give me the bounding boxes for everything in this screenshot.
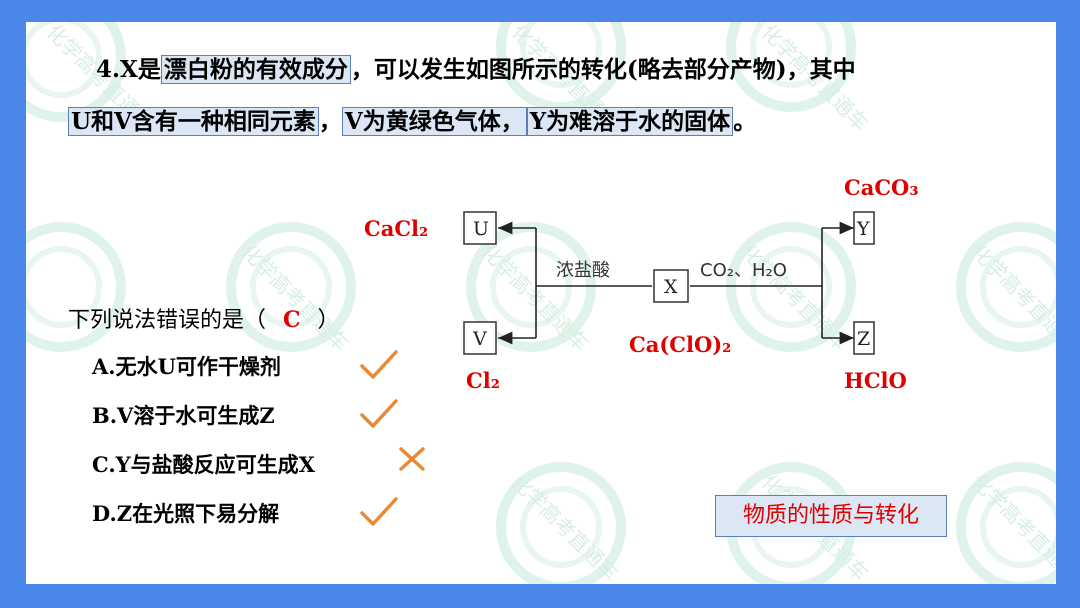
watermark-circle <box>226 222 356 352</box>
node-v-label: V <box>472 328 487 350</box>
label-z-hclo: HClO <box>844 368 907 393</box>
highlight-y-solid: Y为难溶于水的固体 <box>526 107 734 136</box>
watermark-circle <box>726 22 856 112</box>
left-reagent-label: 浓盐酸 <box>556 260 610 281</box>
question-separator: ， <box>318 108 342 135</box>
right-reagent-label: CO₂、H₂O <box>700 260 787 281</box>
node-y-label: Y <box>856 218 870 240</box>
label-x-caclo2: Ca(ClO)₂ <box>629 332 732 357</box>
prompt-answer: C <box>283 307 301 333</box>
option-a: A.无水U可作干燥剂 <box>92 354 281 379</box>
option-d: D.Z在光照下易分解 <box>92 501 280 526</box>
question-text: ，可以发生如图所示的转化(略去部分产物)，其中 <box>350 56 856 83</box>
node-y: Y <box>853 211 875 245</box>
node-x: X <box>653 269 689 303</box>
prompt-close: ） <box>317 308 340 333</box>
option-b: B.V溶于水可生成Z <box>92 403 275 428</box>
watermark-circle <box>726 222 856 352</box>
node-z: Z <box>853 321 875 355</box>
node-v: V <box>463 321 497 355</box>
node-z-label: Z <box>857 328 870 350</box>
node-u: U <box>463 211 497 245</box>
highlight-v-gas: V为黄绿色气体， <box>341 107 527 136</box>
question-line-2: U和V含有一种相同元素，V为黄绿色气体，Y为难溶于水的固体。 <box>68 102 756 136</box>
check-icon <box>360 497 398 526</box>
topic-tag: 物质的性质与转化 <box>715 495 947 537</box>
watermark-circle <box>466 222 596 352</box>
highlight-u-v-element: U和V含有一种相同元素 <box>68 107 319 136</box>
node-x-label: X <box>664 276 678 298</box>
label-v-cl2: Cl₂ <box>466 368 500 393</box>
prompt-text: 下列说法错误的是（ <box>68 308 267 333</box>
check-icon <box>360 399 398 428</box>
watermark-circle <box>956 222 1056 352</box>
watermark-circle <box>956 462 1056 584</box>
question-end: 。 <box>733 108 757 135</box>
option-c: C.Y与盐酸反应可生成X <box>92 452 315 477</box>
reaction-diagram: 浓盐酸 CO₂、H₂O U V X Y Z <box>463 211 875 355</box>
prompt: 下列说法错误的是（ C ） <box>68 302 340 334</box>
watermark-circle <box>496 462 626 584</box>
cross-icon <box>399 447 425 471</box>
highlight-bleaching-powder: 漂白粉的有效成分 <box>160 55 351 84</box>
node-u-label: U <box>473 218 489 240</box>
label-u-cacl2: CaCl₂ <box>364 216 429 241</box>
slide: 化学高考直通车 化学高考直通车 化学高考直通车 化学高考直通车 化学高考直通车 … <box>26 22 1056 584</box>
label-y-caco3: CaCO₃ <box>844 175 919 200</box>
question-line-1: 4.X是漂白粉的有效成分，可以发生如图所示的转化(略去部分产物)，其中 <box>96 50 856 84</box>
question-number: 4.X是 <box>96 56 161 83</box>
watermark-circle <box>26 222 126 352</box>
check-icon <box>360 350 398 379</box>
